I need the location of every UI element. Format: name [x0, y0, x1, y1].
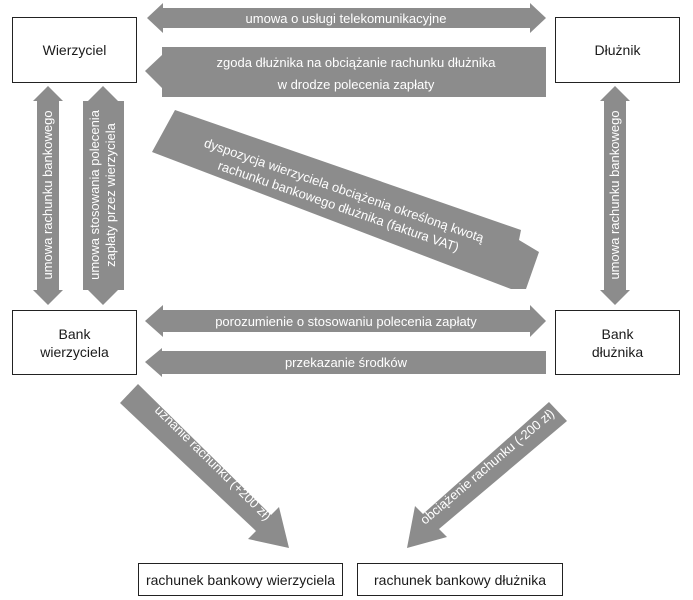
debtor-bank-label: Bank dłużnika: [591, 325, 644, 360]
debtor-bank-box: Bank dłużnika: [555, 310, 680, 375]
creditor-bank-label: Bank wierzyciela: [40, 325, 109, 360]
creditor-bank-box: Bank wierzyciela: [12, 310, 137, 375]
debtor-box: Dłużnik: [555, 17, 680, 83]
creditor-label: Wierzyciel: [42, 42, 107, 58]
debit-consent-label-line1: zgoda dłużnika na obciążanie rachunku dł…: [217, 55, 497, 70]
debit-consent-arrow: [145, 47, 546, 97]
debtor-account-label: rachunek bankowy dłużnika: [374, 571, 546, 588]
creditor-box: Wierzyciel: [12, 17, 137, 83]
telecom-contract-label: umowa o usługi telekomunikacyjne: [246, 11, 447, 26]
creditor-instruction-arrow: [152, 110, 539, 289]
direct-debit-usage-label-line2: zapłaty przez wierzyciela: [103, 122, 118, 267]
debtor-account-agreement-arrow: [600, 86, 630, 305]
direct-debit-arrangement-arrow: [145, 305, 546, 337]
debtor-account-agreement-label: umowa rachunku bankowego: [607, 110, 622, 279]
debit-consent-label-line2: w drodze polecenia zapłaty: [277, 77, 435, 92]
debtor-label: Dłużnik: [594, 42, 641, 58]
debtor-debit-label: obciążenie rachunku (-200 zł): [417, 406, 557, 528]
creditor-instruction-label-line1: dyspozycja wierzyciela obciążenia określ…: [202, 135, 486, 245]
direct-debit-usage-label-line1: umowa stosowania polecenia: [87, 109, 102, 280]
creditor-credit-arrow: [120, 384, 289, 548]
direct-debit-usage-arrow: [83, 86, 124, 305]
funds-transfer-label: przekazanie środków: [285, 355, 408, 370]
direct-debit-arrangement-label: porozumienie o stosowaniu polecenia zapł…: [215, 314, 477, 329]
creditor-account-agreement-arrow: [33, 86, 63, 305]
creditor-account-box: rachunek bankowy wierzyciela: [138, 563, 343, 596]
debtor-account-box: rachunek bankowy dłużnika: [357, 563, 563, 596]
debtor-debit-arrow: [407, 402, 567, 548]
creditor-account-label: rachunek bankowy wierzyciela: [145, 571, 336, 588]
creditor-account-agreement-label: umowa rachunku bankowego: [40, 110, 55, 279]
creditor-credit-label: uznanie rachunku (+200 zł): [152, 402, 274, 523]
funds-transfer-arrow: [145, 348, 546, 377]
telecom-contract-arrow: [147, 3, 546, 33]
